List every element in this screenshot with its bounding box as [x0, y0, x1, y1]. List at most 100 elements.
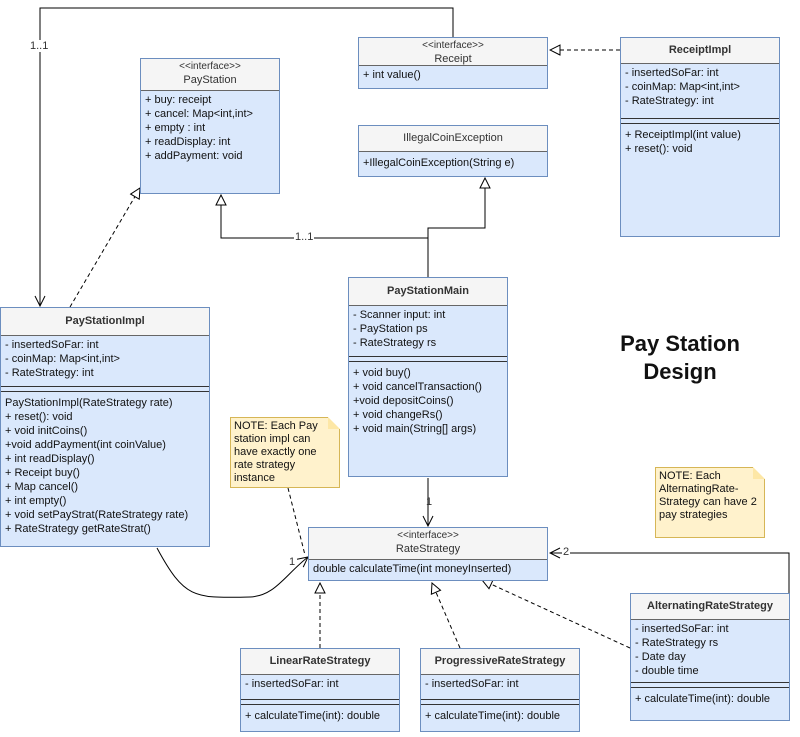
- attribute: - insertedSoFar: int: [245, 678, 339, 690]
- mult-impl-rate: 1: [289, 556, 296, 568]
- class-paystation[interactable]: <<interface>> PayStation + buy: receipt …: [140, 58, 280, 194]
- attribute-list: + buy: receipt + cancel: Map<int,int> + …: [141, 91, 279, 165]
- compartment-separator: [1, 386, 209, 392]
- method: PayStationImpl(RateStrategy rate): [5, 397, 173, 409]
- main-to-illegalcoin: [427, 178, 485, 238]
- attribute: - RateStrategy: int: [625, 95, 714, 107]
- attribute-list: - insertedSoFar: int - coinMap: Map<int,…: [1, 336, 209, 382]
- note-text: NOTE: Each Pay station impl can have exa…: [234, 420, 318, 484]
- method-list: PayStationImpl(RateStrategy rate) + rese…: [1, 394, 209, 538]
- class-name: ProgressiveRateStrategy: [434, 655, 566, 667]
- method: + reset(): void: [625, 143, 693, 155]
- class-name: IllegalCoinException: [403, 132, 503, 144]
- method-list: +IllegalCoinException(String e): [359, 152, 547, 172]
- method: + calculateTime(int): double: [425, 710, 561, 722]
- class-receiptimpl[interactable]: ReceiptImpl - insertedSoFar: int - coinM…: [620, 37, 780, 237]
- stereotype: <<interface>>: [179, 61, 241, 72]
- receipt-to-impl-association: [40, 7, 454, 306]
- mult-main-rate: 1: [426, 496, 433, 508]
- attribute: - PayStation ps: [353, 323, 428, 335]
- method: + calculateTime(int): double: [635, 693, 771, 705]
- stereotype: <<interface>>: [397, 530, 459, 541]
- mult-receipt-impl: 1..1: [29, 40, 50, 52]
- attribute: + cancel: Map<int,int>: [145, 108, 253, 120]
- compartment-separator: [241, 699, 399, 705]
- class-ratestrategy[interactable]: <<interface>> RateStrategy double calcul…: [308, 527, 548, 581]
- class-name: PayStationImpl: [65, 315, 145, 327]
- method: + ReceiptImpl(int value): [625, 129, 741, 141]
- attribute: - double time: [635, 665, 699, 677]
- attribute-list: - insertedSoFar: int - coinMap: Map<int,…: [621, 64, 779, 110]
- note-anchor-link: [287, 487, 306, 556]
- compartment-separator: [631, 682, 789, 688]
- class-linearratestrategy[interactable]: LinearRateStrategy - insertedSoFar: int …: [240, 648, 400, 732]
- class-progressiveratestrategy[interactable]: ProgressiveRateStrategy - insertedSoFar:…: [420, 648, 580, 732]
- attribute-list: - insertedSoFar: int: [241, 675, 399, 693]
- method: + int readDisplay(): [5, 453, 95, 465]
- attribute: - RateStrategy: int: [5, 367, 94, 379]
- method: + void cancelTransaction(): [353, 381, 482, 393]
- method-list: + calculateTime(int): double: [631, 690, 789, 708]
- attribute: - RateStrategy rs: [353, 337, 437, 349]
- method: + void setPayStrat(RateStrategy rate): [5, 509, 189, 521]
- note-fold-corner: [753, 467, 765, 479]
- method: + void initCoins(): [5, 425, 88, 437]
- method-list: + calculateTime(int): double: [421, 707, 579, 725]
- method: + int value(): [363, 69, 421, 81]
- method-list: + ReceiptImpl(int value) + reset(): void: [621, 126, 779, 158]
- attribute: - coinMap: Map<int,int>: [625, 81, 740, 93]
- attribute: - coinMap: Map<int,int>: [5, 353, 120, 365]
- mult-main-paystation: 1..1: [294, 231, 315, 243]
- attribute-list: - insertedSoFar: int - RateStrategy rs -…: [631, 620, 789, 680]
- attribute: + readDisplay: int: [145, 136, 231, 148]
- class-illegalcoinexception[interactable]: IllegalCoinException +IllegalCoinExcepti…: [358, 125, 548, 177]
- class-name: AlternatingRateStrategy: [647, 600, 773, 612]
- attribute: + empty : int: [145, 122, 206, 134]
- class-name: Receipt: [434, 53, 472, 65]
- class-paystationimpl[interactable]: PayStationImpl - insertedSoFar: int - co…: [0, 307, 210, 547]
- note-alternating: NOTE: Each AlternatingRate-Strategy can …: [655, 467, 765, 538]
- method: double calculateTime(int moneyInserted): [313, 563, 512, 575]
- impl-realizes-paystation: [69, 188, 140, 308]
- method: + void main(String[] args): [353, 423, 477, 435]
- class-receipt[interactable]: <<interface>> Receipt + int value(): [358, 37, 548, 89]
- attribute: - Scanner input: int: [353, 309, 446, 321]
- attribute-list: - insertedSoFar: int: [421, 675, 579, 693]
- note-text: NOTE: Each AlternatingRate-Strategy can …: [659, 470, 757, 521]
- method: + calculateTime(int): double: [245, 710, 381, 722]
- compartment-separator: [621, 118, 779, 124]
- class-name: PayStation: [183, 74, 237, 86]
- attribute: + addPayment: void: [145, 150, 243, 162]
- class-paystationmain[interactable]: PayStationMain - Scanner input: int - Pa…: [348, 277, 508, 477]
- method: + int empty(): [5, 495, 67, 507]
- class-alternatingratestrategy[interactable]: AlternatingRateStrategy - insertedSoFar:…: [630, 593, 790, 721]
- progressive-realizes-rate: [432, 583, 461, 649]
- class-name: LinearRateStrategy: [269, 655, 371, 667]
- impl-to-ratestrategy: [156, 547, 308, 598]
- alternating-realizes-rate: [482, 580, 631, 649]
- attribute: - Date day: [635, 651, 686, 663]
- method: + Receipt buy(): [5, 467, 80, 479]
- mult-alt-rate: 2: [562, 546, 571, 558]
- compartment-separator: [349, 356, 507, 362]
- alternating-to-ratestrategy: [550, 553, 790, 593]
- class-name: RateStrategy: [395, 543, 461, 555]
- method: + Map cancel(): [5, 481, 79, 493]
- method: +void addPayment(int coinValue): [5, 439, 166, 451]
- attribute: - RateStrategy rs: [635, 637, 719, 649]
- diagram-title: Pay Station Design: [600, 330, 760, 386]
- attribute: - insertedSoFar: int: [635, 623, 729, 635]
- class-name: ReceiptImpl: [668, 44, 732, 56]
- attribute: - insertedSoFar: int: [625, 67, 719, 79]
- method: + RateStrategy getRateStrat(): [5, 523, 151, 535]
- method: +IllegalCoinException(String e): [363, 157, 515, 169]
- method-list: + void buy() + void cancelTransaction() …: [349, 364, 507, 438]
- stereotype: <<interface>>: [422, 40, 484, 51]
- method: + void buy(): [353, 367, 411, 379]
- method-list: double calculateTime(int moneyInserted): [309, 560, 547, 578]
- note-paystation-rate: NOTE: Each Pay station impl can have exa…: [230, 417, 340, 488]
- method: +void depositCoins(): [353, 395, 454, 407]
- attribute: - insertedSoFar: int: [425, 678, 519, 690]
- class-name: PayStationMain: [387, 285, 469, 297]
